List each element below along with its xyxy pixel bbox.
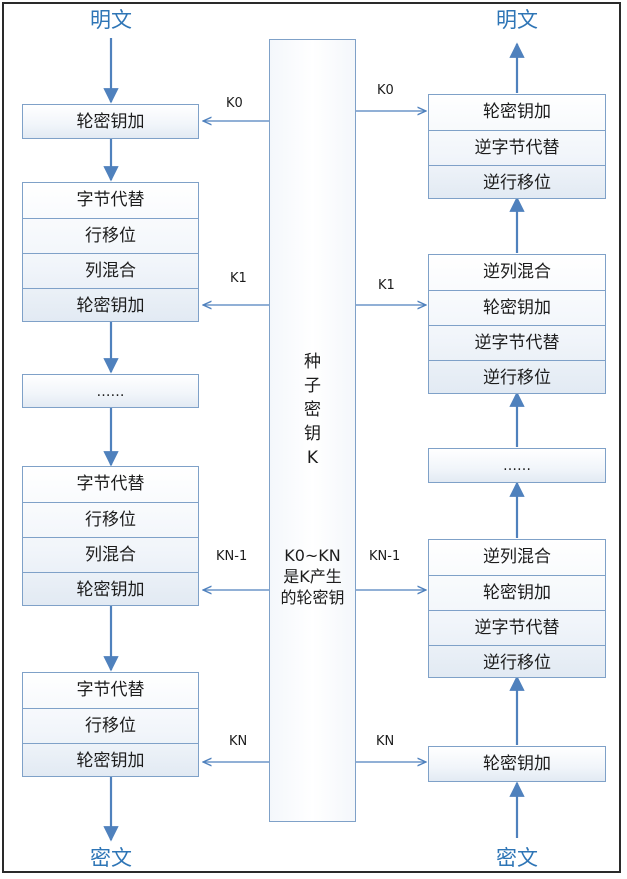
dec-round1-box: 逆列混合 轮密钥加 逆字节代替 逆行移位 [428, 254, 606, 394]
round-key-note-line: K0~KN [284, 546, 341, 565]
dec-roundTop-step: 逆行移位 [429, 165, 605, 199]
enc-roundN-box: 字节代替 行移位 轮密钥加 [22, 672, 199, 777]
seed-key-line: 种 [304, 352, 321, 372]
enc-input-label: 明文 [90, 8, 132, 32]
dec-roundN1-step: 轮密钥加 [429, 575, 605, 609]
key-label-dec-kn1: KN-1 [369, 549, 401, 564]
dec-roundTop-step: 逆字节代替 [429, 130, 605, 164]
seed-key-line: 密 [304, 400, 321, 420]
dec-input-label: 密文 [496, 846, 538, 870]
key-label-dec-kn: KN [376, 734, 395, 749]
key-label-enc-k1: K1 [230, 271, 247, 286]
key-label-enc-k0: K0 [226, 96, 243, 111]
enc-roundN-step: 行移位 [23, 708, 198, 742]
enc-roundN-step: 轮密钥加 [23, 743, 198, 777]
dec-round1-step: 逆字节代替 [429, 325, 605, 359]
round-key-note-line: 的轮密钥 [280, 588, 345, 607]
enc-round1-box: 字节代替 行移位 列混合 轮密钥加 [22, 182, 199, 322]
dec-round1-step: 逆列混合 [483, 262, 551, 282]
dec-roundN-box: 轮密钥加 [428, 746, 606, 782]
dec-round1-step: 逆行移位 [429, 360, 605, 394]
seed-key-line: K [306, 448, 319, 468]
dec-roundN1-step: 逆字节代替 [429, 610, 605, 644]
dec-roundN1-step: 逆行移位 [429, 645, 605, 679]
enc-round1-step: 字节代替 [76, 190, 145, 210]
enc-round1-step: 轮密钥加 [23, 288, 198, 322]
enc-ellipsis: …… [96, 384, 125, 400]
key-label-dec-k0: K0 [377, 83, 394, 98]
enc-roundN1-step: 行移位 [23, 502, 198, 536]
round-key-note: K0~KN 是K产生 的轮密钥 [270, 545, 355, 608]
seed-key-box: 种 子 密 钥 K K0~KN 是K产生 的轮密钥 [269, 39, 356, 822]
enc-ellipsis-box: …… [22, 374, 199, 408]
dec-ellipsis-box: …… [428, 448, 606, 483]
enc-round1-step: 行移位 [23, 218, 198, 252]
dec-roundTop-box: 轮密钥加 逆字节代替 逆行移位 [428, 94, 606, 199]
seed-key-line: 钥 [304, 424, 321, 444]
enc-output-label: 密文 [90, 846, 132, 870]
dec-output-label: 明文 [496, 8, 538, 32]
enc-roundN-step: 字节代替 [76, 680, 145, 700]
enc-roundN1-step: 字节代替 [76, 474, 145, 494]
key-label-dec-k1: K1 [378, 278, 395, 293]
seed-key-line: 子 [304, 376, 321, 396]
dec-roundN-step: 轮密钥加 [483, 754, 551, 774]
enc-roundN1-step: 轮密钥加 [23, 572, 198, 606]
key-label-enc-kn: KN [229, 734, 248, 749]
enc-round1-step: 列混合 [23, 253, 198, 287]
seed-key-label: 种 子 密 钥 K [270, 350, 355, 470]
enc-round0-step: 轮密钥加 [76, 112, 145, 132]
round-key-note-line: 是K产生 [283, 567, 342, 586]
key-label-enc-kn1: KN-1 [216, 549, 248, 564]
enc-roundN1-step: 列混合 [23, 537, 198, 571]
dec-round1-step: 轮密钥加 [429, 290, 605, 324]
dec-roundTop-step: 轮密钥加 [483, 102, 551, 122]
dec-roundN1-box: 逆列混合 轮密钥加 逆字节代替 逆行移位 [428, 539, 606, 678]
enc-round0-box: 轮密钥加 [22, 104, 199, 139]
dec-ellipsis: …… [503, 458, 531, 474]
enc-roundN1-box: 字节代替 行移位 列混合 轮密钥加 [22, 466, 199, 606]
dec-roundN1-step: 逆列混合 [483, 547, 551, 567]
